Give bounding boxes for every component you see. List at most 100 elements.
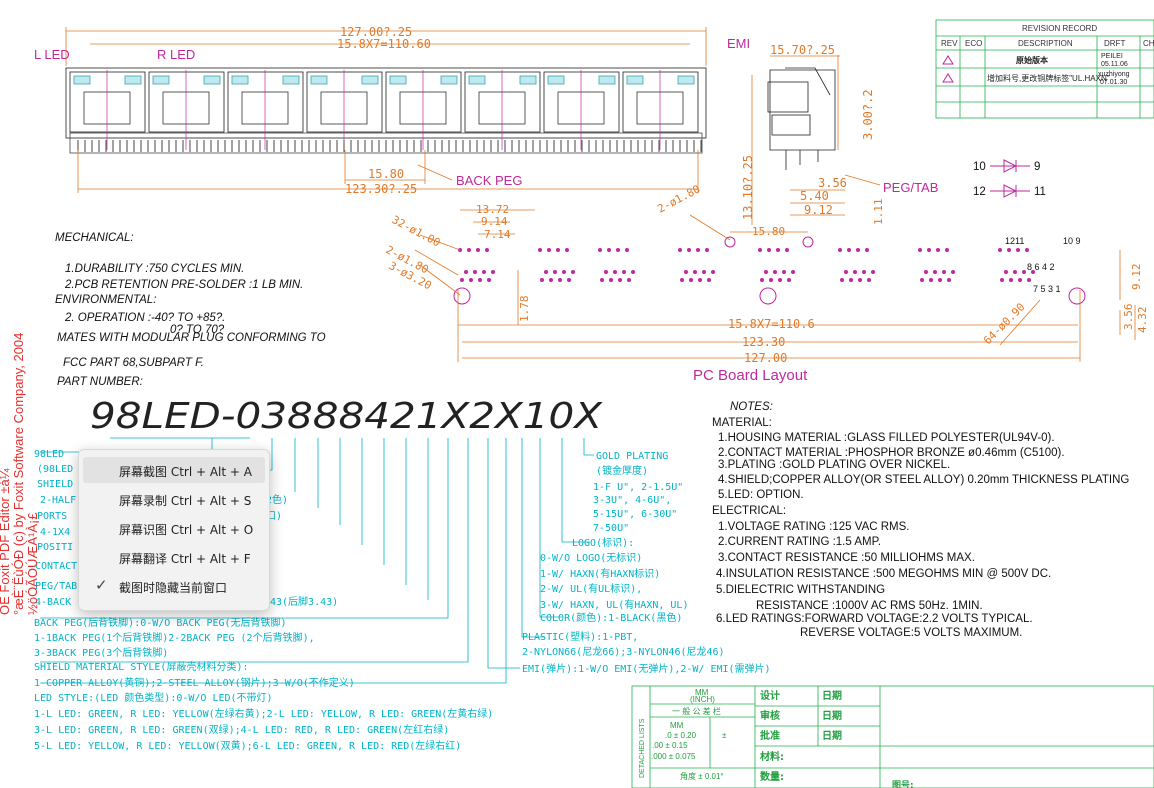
rev-row2-date: 07.01.30 [1100, 79, 1127, 86]
pcb-hole [622, 270, 626, 274]
cyr-2: 1-F U", 2-1.5U" [593, 482, 683, 493]
cy-3: 2-HALF [40, 495, 76, 506]
pcb-hole [945, 248, 949, 252]
led-window [152, 75, 170, 85]
rj45-port [385, 71, 462, 133]
pcb-hole [778, 278, 782, 282]
tb-date1: 日期 [822, 689, 842, 702]
tb-approve: 批准 [760, 729, 780, 742]
mounting-hole [1068, 287, 1086, 305]
pcb-hole [758, 248, 762, 252]
pcb-hole [769, 278, 773, 282]
pcb-hole [847, 248, 851, 252]
pcb-hole [689, 278, 693, 282]
pcb-hole [871, 270, 875, 274]
code-legend-left: 98LED (98LED SHIELD 2-HALF PORTS 4-1X4 P… [34, 449, 493, 752]
cy-partial-2: 口) [266, 511, 282, 522]
menu-item-screen-ocr[interactable]: 屏幕识图 Ctrl + Alt + O [83, 515, 265, 541]
pcb-hole [1004, 270, 1008, 274]
cy-16: LED STYLE:(LED 颜色类型):0-W/O LED(不带灯) [34, 691, 273, 704]
pcb-hole [924, 270, 928, 274]
menu-item-hide-window[interactable]: ✓ 截图时隐藏当前窗口 [83, 573, 265, 599]
cyr-7: 0-W/O LOGO(无标识) [540, 552, 642, 564]
led-window [231, 75, 249, 85]
led-window [598, 75, 616, 85]
dim-pitch: 15.8X7=110.60 [337, 37, 431, 51]
tb-angle: 角度 ± 0.01° [680, 771, 724, 781]
rev-triangle-icons [942, 55, 954, 83]
pcb-hole [776, 248, 780, 252]
pcb-hole [840, 278, 844, 282]
diode-symbols [990, 159, 1030, 198]
title-block [631, 685, 1154, 788]
cy-8: PEG/TAB [35, 581, 77, 592]
rj45-port [306, 71, 383, 133]
led-window [468, 75, 486, 85]
pcb-hole [618, 278, 622, 282]
cy-5: 4-1X4 [40, 527, 70, 538]
pcb-hole [598, 248, 602, 252]
revision-title: REVISION RECORD [1022, 24, 1097, 33]
side-dim-right: 3.00?.2 [861, 89, 875, 140]
led-window [203, 75, 221, 85]
pcb-hole [609, 278, 613, 282]
pcb-hole [787, 278, 791, 282]
mounting-hole [759, 287, 777, 305]
notes-e2: 2.CURRENT RATING :1.5 AMP. [718, 536, 881, 548]
cyr-3: 3-3U", 4-6U", [593, 495, 671, 506]
rj45-port [622, 71, 699, 133]
menu-item-screenshot[interactable]: 屏幕截图 Ctrl + Alt + A [83, 457, 265, 483]
pcb-hole [565, 248, 569, 252]
cyr-12: PLASTIC(塑料):1-PBT, [522, 630, 638, 643]
pcb-hole [853, 270, 857, 274]
cy-17: 1-L LED: GREEN, R LED: YELLOW(左绿右黄);2-L … [34, 707, 493, 720]
pcb-hole [607, 248, 611, 252]
notes-e5b: RESISTANCE :1000V AC RMS 50Hz. 1MIN. [756, 600, 983, 612]
pcb-layout: 13.72 9.14 7.14 32-ø1.00 2-ø1.80 3-ø3.20… [384, 182, 1149, 384]
led-window [361, 75, 379, 85]
cy-11: BACK PEG(后背铁脚):0-W/O BACK PEG(无后背铁脚) [34, 616, 287, 629]
pcb-hole [927, 248, 931, 252]
dim-peg: 15.80 [368, 167, 404, 181]
menu-item-screen-record[interactable]: 屏幕录制 Ctrl + Alt + S [83, 486, 265, 512]
pcb-hole [547, 248, 551, 252]
pcb-dim-32: 32-ø1.00 [390, 213, 443, 249]
pcb-hole [631, 270, 635, 274]
tb-inch: (INCH) [690, 695, 715, 704]
pcb-hole [865, 248, 869, 252]
pcb-hole [849, 278, 853, 282]
notes-e1: 1.VOLTAGE RATING :125 VAC RMS. [718, 521, 910, 533]
cyr-14: EMI(弹片):1-W/O EMI(无弹片),2-W/ EMI(需弹片) [522, 662, 771, 675]
cy-0: 98LED [34, 449, 64, 460]
notes-m3: 3.PLATING :GOLD PLATING OVER NICKEL. [718, 459, 950, 471]
cyr-8: 1-W/ HAXN(有HAXN标识) [540, 567, 660, 580]
pcb-hole [856, 248, 860, 252]
menu-item-screen-translate[interactable]: 屏幕翻译 Ctrl + Alt + F [83, 544, 265, 570]
pcb-hole [862, 270, 866, 274]
pcb-hole [473, 270, 477, 274]
pcb-hole [707, 278, 711, 282]
pcb-hole [702, 270, 706, 274]
pcb-hole [476, 248, 480, 252]
mech-title: MECHANICAL: [55, 232, 134, 244]
side-dim-912: 9.12 [804, 203, 833, 217]
pcb-hole [1009, 278, 1013, 282]
diode2-right: 11 [1034, 186, 1046, 198]
checkmark-icon: ✓ [95, 576, 108, 594]
pcb-dim-12700: 127.00 [744, 351, 787, 365]
pcb-hole [627, 278, 631, 282]
pcb-hole [571, 270, 575, 274]
tb-date2: 日期 [822, 709, 842, 722]
pcb-hole [558, 278, 562, 282]
tb-material: 材料: [760, 750, 784, 763]
tb-detached: DETACHED LISTS [639, 718, 646, 778]
pcb-dim-714: 7.14 [484, 228, 511, 241]
pcb-hole [549, 278, 553, 282]
pcb-hole [1022, 270, 1026, 274]
r-led-label: R LED [157, 47, 195, 62]
pcb-hole [936, 248, 940, 252]
pcb-hole [767, 248, 771, 252]
back-peg-label: BACK PEG [456, 173, 522, 188]
pcb-hole [1031, 270, 1035, 274]
